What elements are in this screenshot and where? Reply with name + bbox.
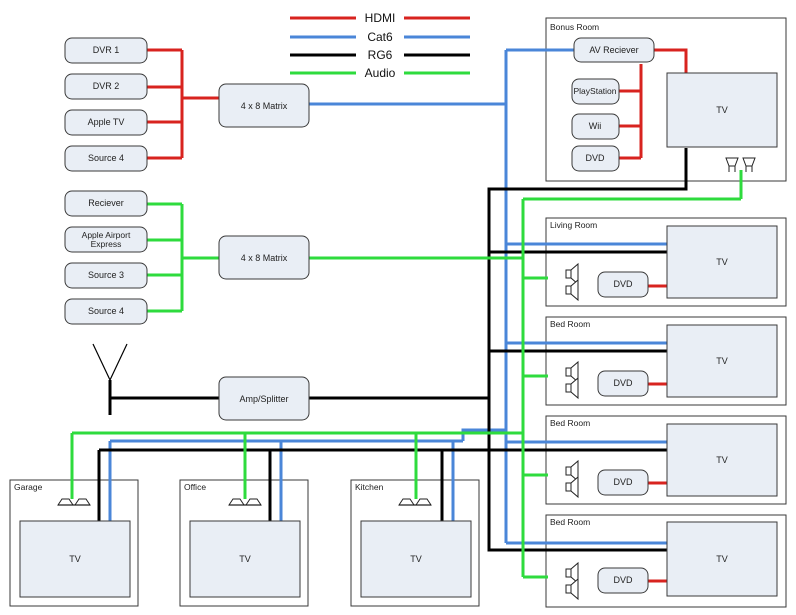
video-source-4: Source 4 xyxy=(64,145,148,172)
right-room-4-dvd: DVD xyxy=(597,567,649,594)
bonus-device-1: PlayStation xyxy=(571,78,620,105)
right-room-2-dvd: DVD xyxy=(597,370,649,397)
bonus-room-tv-label: TV xyxy=(716,105,728,115)
av-receiver: AV Reciever xyxy=(573,37,655,63)
rg6-wiring xyxy=(92,148,688,552)
right-room-1-title: Living Room xyxy=(550,220,597,230)
legend: HDMI Cat6 RG6 Audio xyxy=(290,11,470,80)
video-source-3-label: Apple TV xyxy=(88,117,125,127)
bottom-room-2-speakers xyxy=(228,498,262,506)
right-room-2-tv-label: TV xyxy=(716,356,728,366)
legend-rg6-label: RG6 xyxy=(368,48,393,62)
right-room-3-dvd-label: DVD xyxy=(613,477,633,487)
right-room-4-speakers xyxy=(565,561,579,601)
bonus-device-1-label: PlayStation xyxy=(574,86,617,96)
audio-matrix-label: 4 x 8 Matrix xyxy=(241,253,288,263)
right-room-2-tv: TV xyxy=(666,324,778,398)
audio-wiring xyxy=(70,170,743,579)
right-room-4-tv-label: TV xyxy=(716,554,728,564)
bonus-device-2: Wii xyxy=(571,113,620,140)
audio-source-1: Reciever xyxy=(64,190,148,217)
right-room-2-title: Bed Room xyxy=(550,319,590,329)
bonus-room-tv: TV xyxy=(666,72,778,148)
right-room-4-dvd-label: DVD xyxy=(613,575,633,585)
video-source-2-label: DVR 2 xyxy=(93,81,120,91)
video-source-1: DVR 1 xyxy=(64,37,148,64)
amp-splitter-label: Amp/Splitter xyxy=(239,394,288,404)
bonus-room-title: Bonus Room xyxy=(550,22,599,32)
right-room-4-tv: TV xyxy=(666,521,778,597)
legend-cat6: Cat6 xyxy=(290,30,470,44)
audio-source-4-label: Source 4 xyxy=(88,306,124,316)
bottom-room-3-title: Kitchen xyxy=(355,482,384,492)
audio-source-1-label: Reciever xyxy=(88,198,124,208)
bottom-room-1-speakers xyxy=(57,498,91,506)
right-room-3-tv: TV xyxy=(666,423,778,497)
video-matrix: 4 x 8 Matrix xyxy=(218,83,310,128)
bottom-room-3-speakers xyxy=(398,498,432,506)
video-source-1-label: DVR 1 xyxy=(93,45,120,55)
bonus-device-2-label: Wii xyxy=(589,121,602,131)
legend-audio: Audio xyxy=(290,66,470,80)
audio-source-2-label: Apple Airport Express xyxy=(81,229,131,249)
right-room-4-title: Bed Room xyxy=(550,517,590,527)
bottom-room-3-tv: TV xyxy=(360,520,472,598)
bottom-room-1-tv-label: TV xyxy=(69,554,81,564)
audio-matrix: 4 x 8 Matrix xyxy=(218,235,310,280)
right-room-3-dvd: DVD xyxy=(597,469,649,496)
legend-hdmi: HDMI xyxy=(290,11,470,25)
legend-hdmi-label: HDMI xyxy=(365,11,396,25)
right-room-1-tv: TV xyxy=(666,225,778,299)
bottom-room-3-tv-label: TV xyxy=(410,554,422,564)
right-room-3-title: Bed Room xyxy=(550,418,590,428)
hdmi-wiring xyxy=(147,48,688,583)
video-source-3: Apple TV xyxy=(64,109,148,136)
bottom-room-2-tv-label: TV xyxy=(239,554,251,564)
bonus-device-3: DVD xyxy=(571,145,620,172)
bottom-room-1-tv: TV xyxy=(19,520,131,598)
legend-audio-label: Audio xyxy=(365,66,396,80)
right-room-3-tv-label: TV xyxy=(716,455,728,465)
right-room-1-speakers xyxy=(565,262,579,302)
legend-rg6: RG6 xyxy=(290,48,470,62)
right-room-2-speakers xyxy=(565,360,579,400)
video-source-4-label: Source 4 xyxy=(88,153,124,163)
bottom-room-2-tv: TV xyxy=(189,520,301,598)
audio-source-3: Source 3 xyxy=(64,262,148,289)
bottom-room-2-title: Office xyxy=(184,482,206,492)
right-room-1-dvd: DVD xyxy=(597,271,649,298)
right-room-3-speakers xyxy=(565,459,579,499)
right-room-1-tv-label: TV xyxy=(716,257,728,267)
right-room-1-dvd-label: DVD xyxy=(613,279,633,289)
bonus-device-3-label: DVD xyxy=(585,153,605,163)
bottom-room-1-title: Garage xyxy=(14,482,43,492)
video-matrix-label: 4 x 8 Matrix xyxy=(241,101,288,111)
audio-source-4: Source 4 xyxy=(64,298,148,325)
bonus-room-speakers xyxy=(725,157,756,172)
legend-cat6-label: Cat6 xyxy=(367,30,393,44)
cat6-wiring xyxy=(108,48,668,545)
av-receiver-label: AV Reciever xyxy=(589,45,638,55)
audio-source-3-label: Source 3 xyxy=(88,270,124,280)
audio-source-2: Apple Airport Express xyxy=(64,226,148,253)
amp-splitter: Amp/Splitter xyxy=(218,376,310,421)
video-source-2: DVR 2 xyxy=(64,73,148,100)
right-room-2-dvd-label: DVD xyxy=(613,378,633,388)
